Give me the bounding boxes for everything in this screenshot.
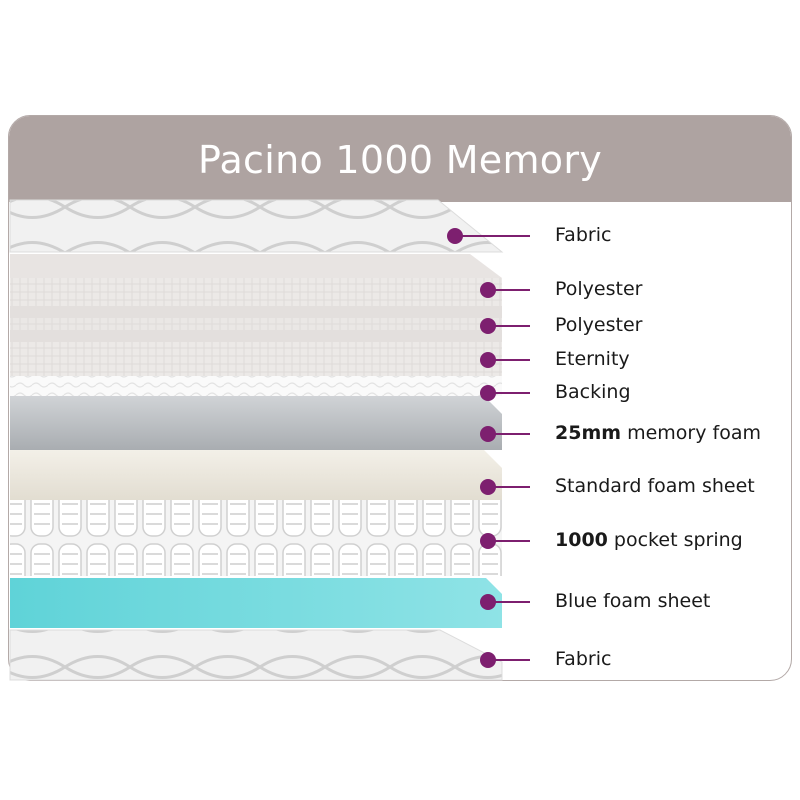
layer-label-polyester_2: Polyester <box>555 314 642 336</box>
layer-label-pocket_spring: 1000 pocket spring <box>555 529 743 551</box>
layer-polyester-1-stripe <box>10 278 502 306</box>
layer-label-standard_foam: Standard foam sheet <box>555 475 755 497</box>
layer-label-text: Blue foam sheet <box>555 590 711 612</box>
marker-dot-backing <box>480 385 496 401</box>
layer-label-text: Backing <box>555 381 631 403</box>
marker-dot-blue_foam <box>480 594 496 610</box>
layer-fabric-bottom <box>9 629 503 681</box>
layer-memory-foam <box>10 396 502 450</box>
layer-label-fabric_bottom: Fabric <box>555 648 611 670</box>
product-title: Pacino 1000 Memory <box>197 138 603 182</box>
marker-dot-fabric_top <box>447 228 463 244</box>
layer-label-fabric_top: Fabric <box>555 224 611 246</box>
layer-label-emphasis: 25mm <box>555 422 622 444</box>
layer-standard-foam <box>10 450 502 500</box>
layer-label-text: Fabric <box>555 224 612 246</box>
layer-label-text: Standard foam sheet <box>555 475 755 497</box>
layer-blue-foam <box>10 578 502 628</box>
layer-label-polyester_1: Polyester <box>555 278 642 300</box>
layer-label-emphasis: 1000 <box>555 529 608 551</box>
layer-label-text: Fabric <box>555 648 612 670</box>
layer-backing <box>10 376 502 396</box>
layer-label-text: pocket spring <box>607 529 743 551</box>
layer-eternity <box>10 342 502 376</box>
layer-pocket-spring <box>10 500 502 576</box>
layer-label-backing: Backing <box>555 381 631 403</box>
layer-label-blue_foam: Blue foam sheet <box>555 590 710 612</box>
marker-dot-eternity <box>480 352 496 368</box>
layer-label-text: memory foam <box>621 422 761 444</box>
layer-label-eternity: Eternity <box>555 348 630 370</box>
layer-label-memory_foam: 25mm memory foam <box>555 422 761 444</box>
marker-dot-fabric_bottom <box>480 652 496 668</box>
marker-dot-standard_foam <box>480 479 496 495</box>
marker-dot-pocket_spring <box>480 533 496 549</box>
layer-fabric-top <box>9 199 504 253</box>
marker-dot-polyester_1 <box>480 282 496 298</box>
marker-dot-memory_foam <box>480 426 496 442</box>
layer-label-text: Eternity <box>555 348 630 370</box>
marker-dot-polyester_2 <box>480 318 496 334</box>
layer-label-text: Polyester <box>555 314 643 336</box>
layer-label-text: Polyester <box>555 278 643 300</box>
title-banner: Pacino 1000 Memory <box>9 116 791 202</box>
